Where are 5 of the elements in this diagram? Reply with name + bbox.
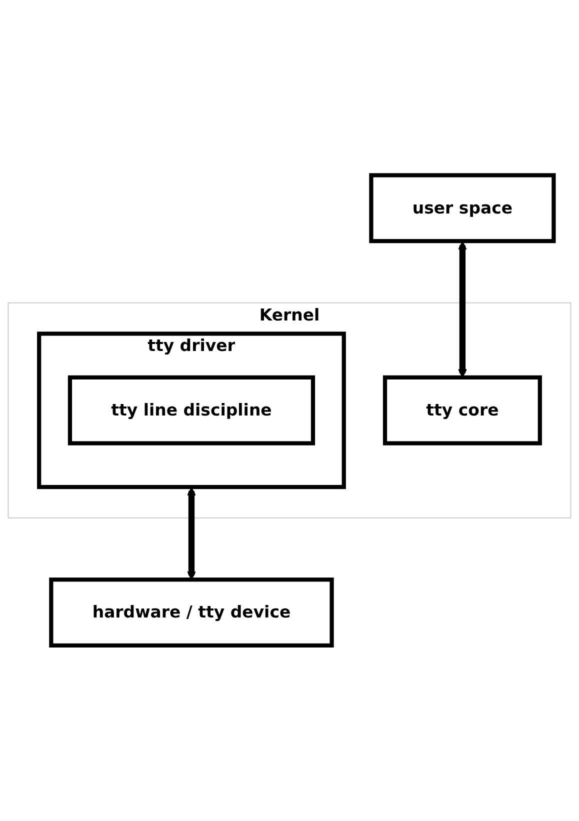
- node-box: tty line discipline: [68, 376, 316, 446]
- node-box: hardware / tty device: [49, 578, 334, 648]
- node-box: tty core: [382, 376, 542, 446]
- node-box: user space: [369, 173, 556, 244]
- arrow: [458, 241, 467, 378]
